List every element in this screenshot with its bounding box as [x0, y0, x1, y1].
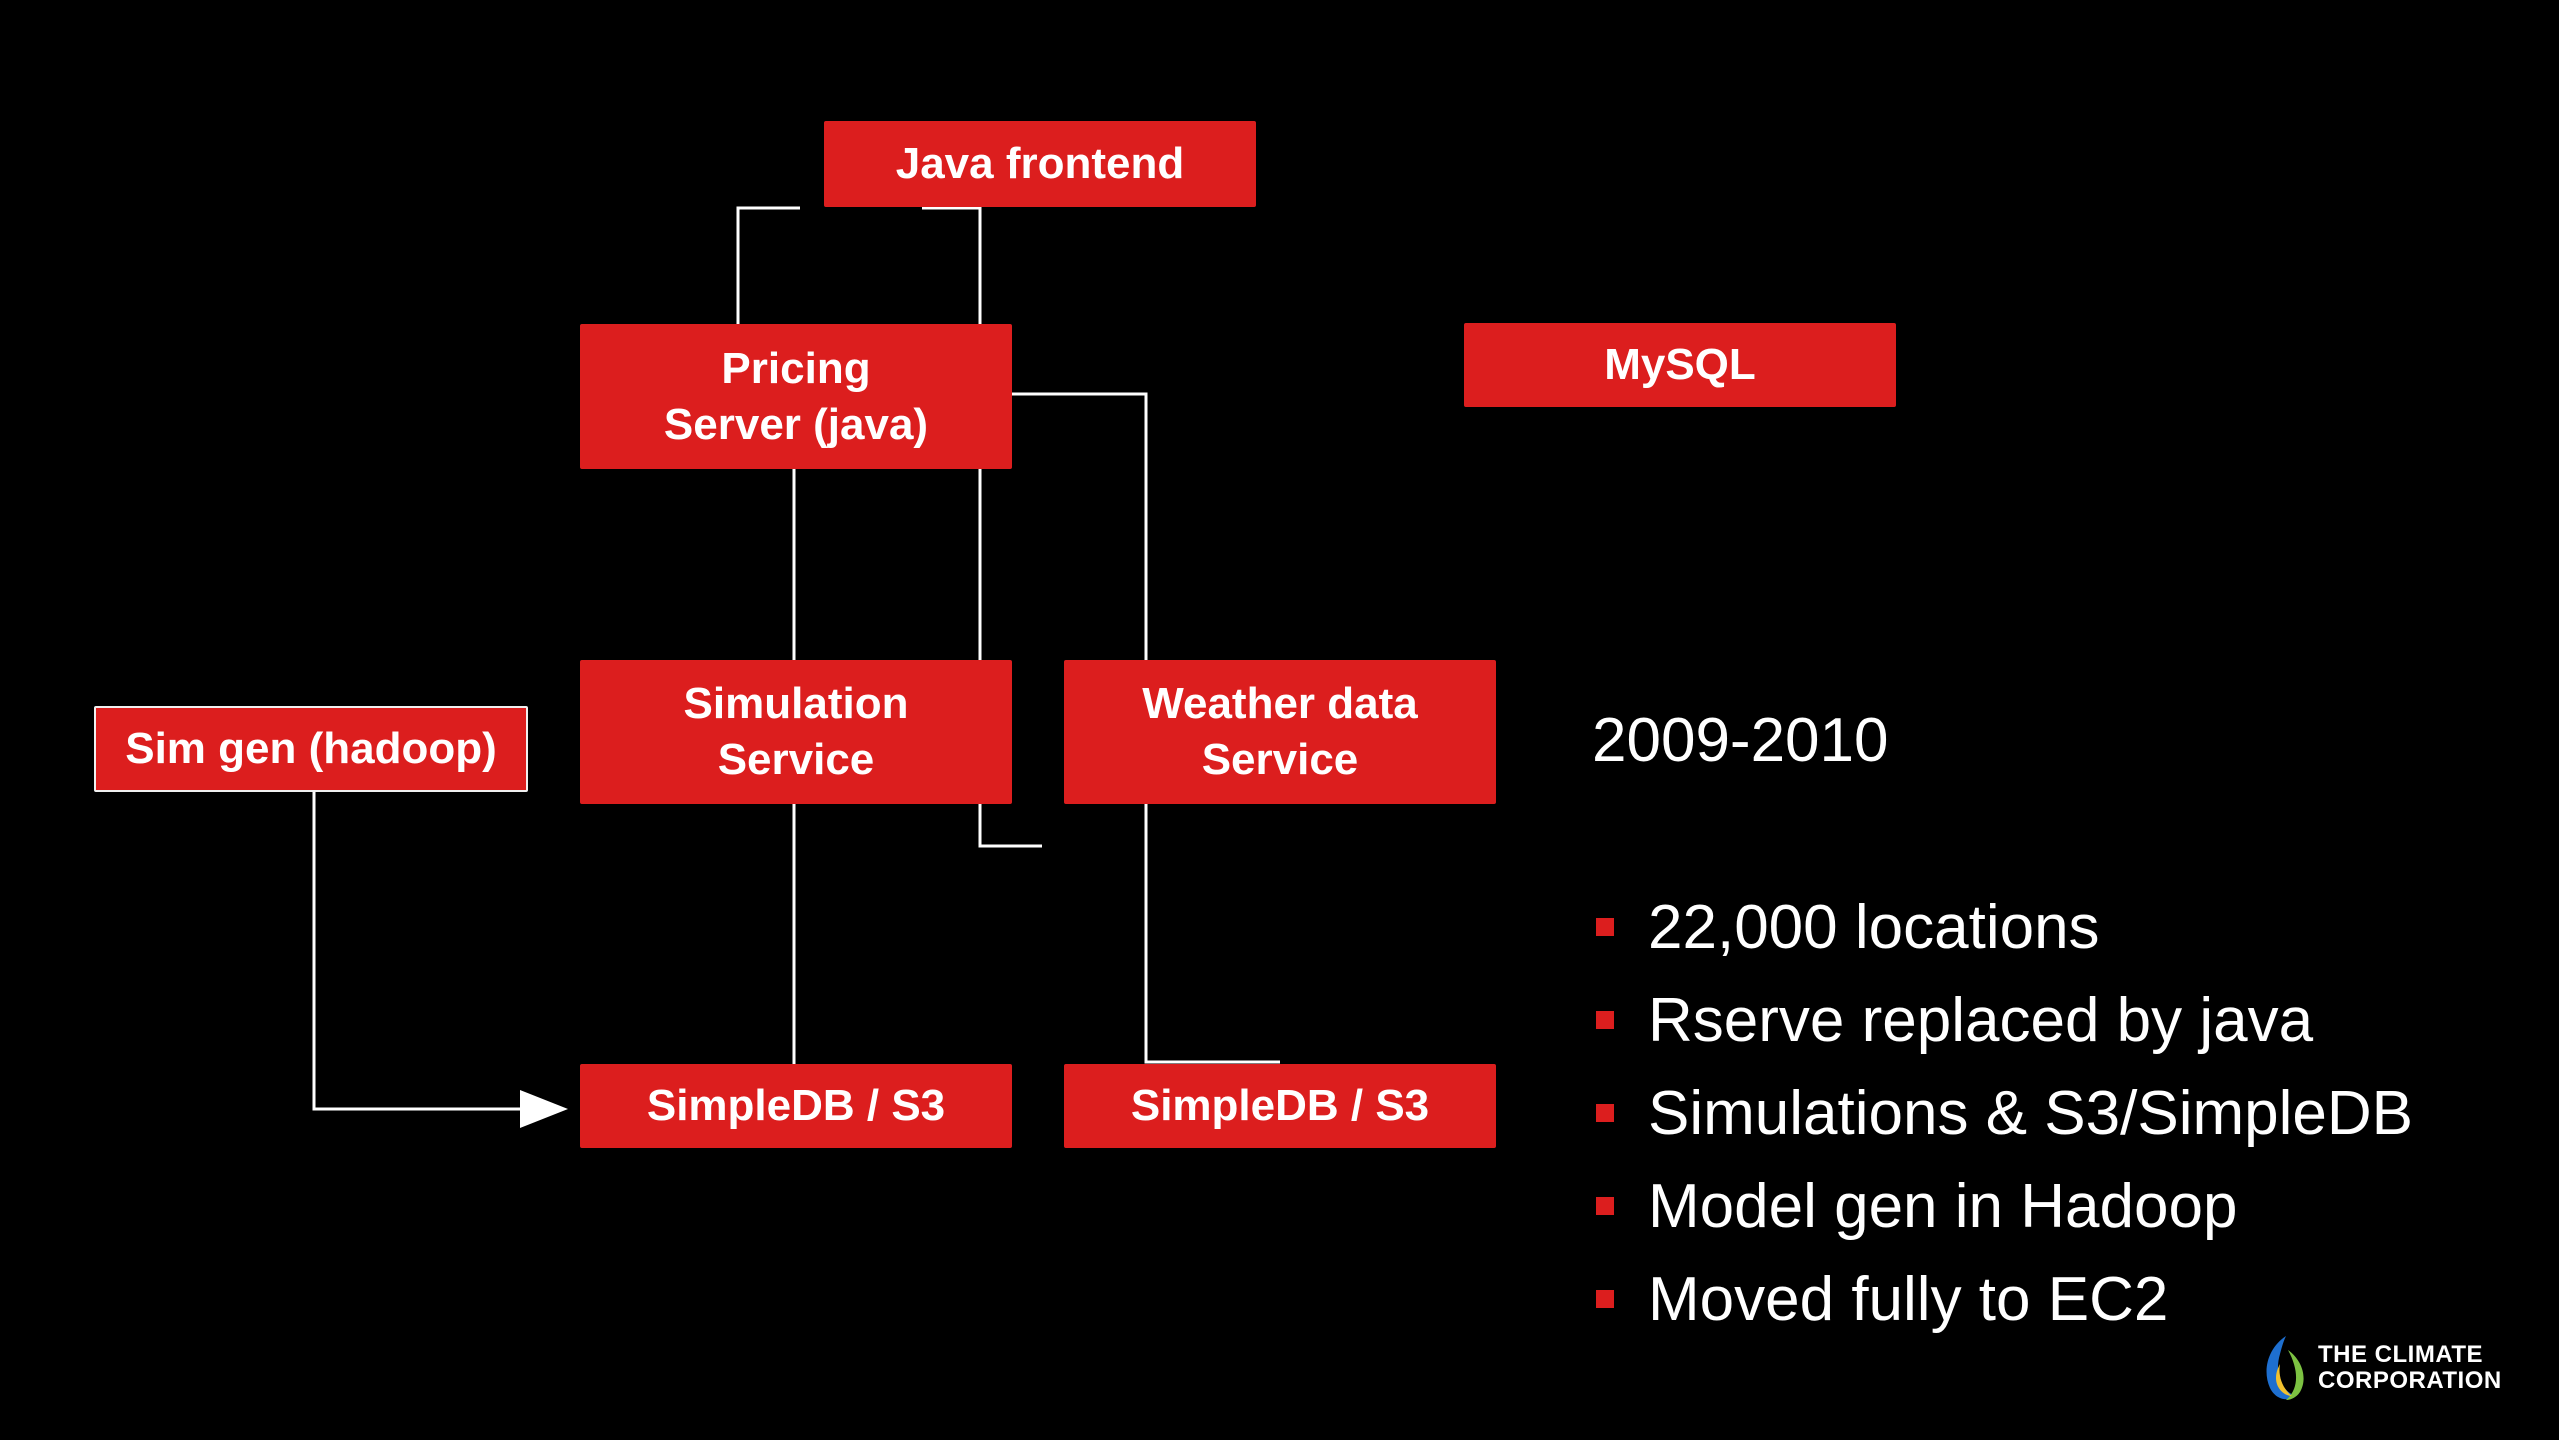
bullet-item: Moved fully to EC2 [1596, 1260, 2413, 1353]
arrowhead [520, 1090, 568, 1128]
simpledb-right-box: SimpleDB / S3 [1064, 1064, 1496, 1148]
connector-weather-simpledb [1144, 804, 1280, 1064]
bullet-item: 22,000 locations [1596, 888, 2413, 981]
bullet-square-icon [1596, 918, 1614, 936]
simpledb-left-box: SimpleDB / S3 [580, 1064, 1012, 1148]
bullet-item: Simulations & S3/SimpleDB [1596, 1074, 2413, 1167]
climate-leaf-icon [2266, 1336, 2304, 1400]
pricing-server-box: Pricing Server (java) [580, 324, 1012, 469]
simulation-service-box: Simulation Service [580, 660, 1012, 804]
bullet-square-icon [1596, 1011, 1614, 1029]
java-frontend-box: Java frontend [824, 121, 1256, 207]
connector-pricing-weather [1010, 392, 1148, 660]
connector-frontend-simulation [922, 206, 1042, 848]
mysql-box: MySQL [1464, 323, 1896, 407]
bullet-item: Model gen in Hadoop [1596, 1167, 2413, 1260]
bullet-item: Rserve replaced by java [1596, 981, 2413, 1074]
bullet-square-icon [1596, 1290, 1614, 1308]
connector-simgen-simpledb [312, 792, 528, 1111]
bullet-square-icon [1596, 1197, 1614, 1215]
sim-gen-box: Sim gen (hadoop) [94, 706, 528, 792]
logo-text: THE CLIMATE CORPORATION [2318, 1341, 2502, 1394]
weather-service-box: Weather data Service [1064, 660, 1496, 804]
year-heading: 2009-2010 [1592, 706, 1889, 775]
bullet-list: 22,000 locations Rserve replaced by java… [1596, 888, 2413, 1353]
climate-corporation-logo: THE CLIMATE CORPORATION [2258, 1330, 2501, 1406]
bullet-square-icon [1596, 1104, 1614, 1122]
